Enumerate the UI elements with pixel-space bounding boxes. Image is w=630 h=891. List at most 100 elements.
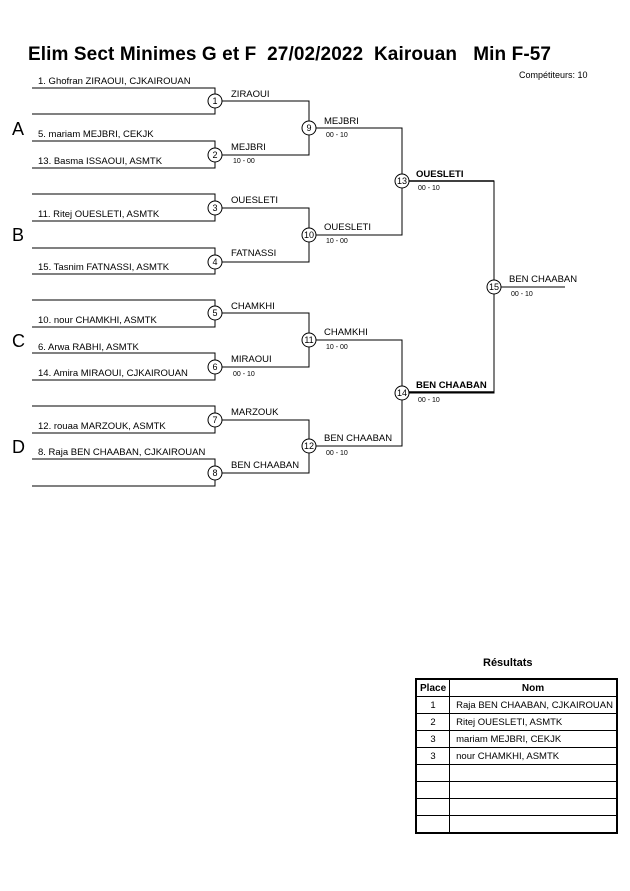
match-14: 14 BEN CHAABAN 00 - 10	[394, 380, 494, 404]
results-title: Résultats	[483, 657, 533, 669]
match-number: 3	[212, 203, 217, 213]
results-name	[449, 781, 618, 799]
match-score: 00 - 10	[233, 371, 255, 378]
competitor-entry: 5. mariam MEJBRI, CEKJK	[38, 129, 154, 140]
results-place	[415, 798, 451, 816]
match-score: 10 - 00	[326, 238, 348, 245]
match-12: 12 BEN CHAABAN 00 - 10	[301, 433, 392, 457]
competitor-entry: 11. Ritej OUESLETI, ASMTK	[38, 209, 160, 220]
match-winner: OUESLETI	[324, 222, 371, 233]
match-score: 00 - 10	[418, 185, 440, 192]
results-name	[449, 764, 618, 782]
match-score: 10 - 00	[233, 158, 255, 165]
results-row	[415, 781, 618, 799]
page-title: Elim Sect Minimes G et F 27/02/2022 Kair…	[28, 44, 552, 65]
match-13: 13 OUESLETI 00 - 10	[394, 169, 494, 192]
match-winner: FATNASSI	[231, 248, 276, 259]
results-header-row: Place Nom	[415, 678, 618, 697]
match-winner: BEN CHAABAN	[416, 380, 487, 391]
competitor-entry: 12. rouaa MARZOUK, ASMTK	[38, 421, 166, 432]
results-header-nom: Nom	[449, 678, 618, 697]
match-number: 10	[304, 230, 314, 240]
match-winner: OUESLETI	[416, 169, 464, 180]
match-5: 5 CHAMKHI	[207, 301, 275, 321]
match-score: 00 - 10	[326, 450, 348, 457]
competitor-entry: 10. nour CHAMKHI, ASMTK	[38, 315, 157, 326]
match-winner: ZIRAOUI	[231, 89, 270, 100]
results-place: 3	[415, 730, 451, 748]
results-name: Ritej OUESLETI, ASMTK	[449, 713, 618, 731]
match-number-circle	[301, 227, 317, 243]
competitor-entry: 14. Amira MIRAOUI, CJKAIROUAN	[38, 368, 188, 379]
match-number: 12	[304, 441, 314, 451]
match-number: 14	[397, 388, 407, 398]
pool-label: B	[12, 225, 24, 245]
results-name: Raja BEN CHAABAN, CJKAIROUAN	[449, 696, 618, 714]
competitor-entry: 8. Raja BEN CHAABAN, CJKAIROUAN	[38, 447, 205, 458]
match-1: 1 ZIRAOUI	[207, 89, 270, 109]
results-place: 3	[415, 747, 451, 765]
match-number: 13	[397, 176, 407, 186]
match-number: 8	[212, 468, 217, 478]
match-11: 11 CHAMKHI 10 - 00	[301, 327, 368, 351]
match-number: 2	[212, 150, 217, 160]
match-6: 6 MIRAOUI 00 - 10	[207, 354, 272, 378]
match-number-circle	[486, 279, 502, 295]
match-2: 2 MEJBRI 10 - 00	[207, 142, 266, 165]
match-number: 7	[212, 415, 217, 425]
match-winner: CHAMKHI	[324, 327, 368, 338]
match-score: 00 - 10	[418, 397, 440, 404]
match-winner: MARZOUK	[231, 407, 279, 418]
results-place: 1	[415, 696, 451, 714]
match-number: 5	[212, 308, 217, 318]
results-place	[415, 781, 451, 799]
results-place	[415, 764, 451, 782]
match-8: 8 BEN CHAABAN	[207, 460, 299, 481]
pool-label: A	[12, 119, 24, 139]
results-name: mariam MEJBRI, CEKJK	[449, 730, 618, 748]
competitor-entry: 6. Arwa RABHI, ASMTK	[38, 342, 139, 353]
match-number-circle	[394, 385, 410, 401]
match-winner: BEN CHAABAN	[509, 274, 577, 285]
match-number: 9	[306, 123, 311, 133]
pool-label: C	[12, 331, 25, 351]
results-place: 2	[415, 713, 451, 731]
match-number: 1	[212, 96, 217, 106]
match-number-circle	[301, 120, 317, 136]
results-row	[415, 764, 618, 782]
match-4: 4 FATNASSI	[207, 248, 276, 270]
match-score: 10 - 00	[326, 344, 348, 351]
competitor-entry: 15. Tasnim FATNASSI, ASMTK	[38, 262, 170, 273]
results-name	[449, 815, 618, 834]
match-winner: MEJBRI	[231, 142, 266, 153]
pool-label: D	[12, 437, 25, 457]
competitor-count: Compétiteurs: 10	[519, 70, 588, 80]
match-number: 15	[489, 282, 499, 292]
results-row	[415, 815, 618, 834]
match-number: 6	[212, 362, 217, 372]
match-7: 7 MARZOUK	[207, 407, 279, 428]
results-place	[415, 815, 451, 834]
match-winner: MIRAOUI	[231, 354, 272, 365]
match-winner: CHAMKHI	[231, 301, 275, 312]
match-number: 4	[212, 257, 217, 267]
results-header-place: Place	[415, 678, 451, 697]
match-winner: BEN CHAABAN	[324, 433, 392, 444]
match-number-circle	[207, 254, 223, 270]
match-number-circle	[207, 93, 223, 109]
match-number-circle	[207, 412, 223, 428]
results-name: nour CHAMKHI, ASMTK	[449, 747, 618, 765]
match-winner: BEN CHAABAN	[231, 460, 299, 471]
match-number-circle	[207, 359, 223, 375]
match-number-circle	[301, 438, 317, 454]
competitor-entry: 13. Basma ISSAOUI, ASMTK	[38, 156, 163, 167]
match-number: 11	[304, 335, 313, 345]
